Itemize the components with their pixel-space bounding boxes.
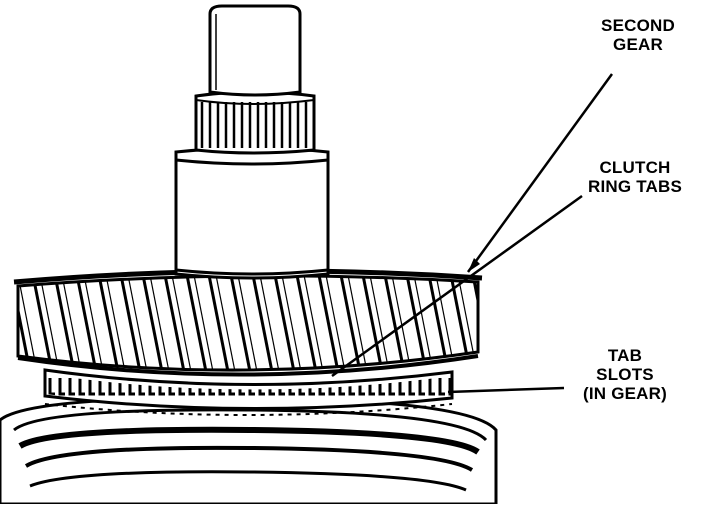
gear-tooth-edge [184, 275, 212, 371]
gear-tooth-edge [140, 275, 168, 371]
gear-tooth-edge [192, 275, 218, 371]
gear-tooth-edge [426, 275, 454, 371]
gear-tooth-edge [18, 275, 36, 371]
ring-tab [118, 378, 125, 396]
gear-tooth-edge [18, 275, 42, 371]
gear-tooth-edge [448, 275, 476, 371]
ring-tab [448, 378, 452, 396]
shaft-end [208, 4, 302, 97]
ring-tab [398, 378, 405, 396]
gear-tooth-edge [324, 275, 350, 371]
gear-tooth-edge [170, 275, 196, 371]
label-clutch-ring-tabs: CLUTCH RING TABS [575, 158, 695, 196]
gear-tooth-edge [126, 275, 152, 371]
gear-tooth-edge [404, 275, 432, 371]
leader-tab-slots [447, 386, 565, 394]
gear-tooth-edge [434, 275, 460, 371]
gear-tooth-edge [96, 275, 124, 371]
gear-tooth-edge [82, 275, 108, 371]
gear-tooth-edge [360, 275, 388, 371]
lower-housing [0, 396, 498, 506]
ring-tab [98, 378, 105, 396]
gear-tooth-edge [214, 275, 240, 371]
gear-tooth-edge [52, 275, 80, 371]
gear-tooth-edge [479, 270, 503, 392]
leader-clutch-ring-tabs [331, 194, 583, 378]
gear-tooth-edge [258, 275, 284, 371]
ring-tab [438, 378, 445, 396]
gear-tooth-edge [368, 275, 394, 371]
ring-tab [388, 378, 395, 396]
gear-tooth-edge [338, 275, 366, 371]
ring-tab [48, 378, 55, 396]
tab-slot-ring [43, 368, 454, 416]
ring-tab [68, 378, 75, 396]
gear-tooth-edge [302, 275, 328, 371]
gear-tooth-edge [494, 270, 518, 392]
gear-tooth-edge [316, 275, 344, 371]
gear-tooth-edge [30, 275, 58, 371]
gear-tooth-edge [162, 275, 190, 371]
label-second-gear: SECOND GEAR [578, 16, 698, 54]
gear-tooth-edge [294, 275, 322, 371]
gear-tooth-edge [470, 275, 478, 371]
leader-second-gear [466, 73, 614, 273]
label-tab-slots: TAB SLOTS (IN GEAR) [566, 346, 684, 403]
ring-tab [108, 378, 115, 396]
gear-tooth-edge [390, 275, 416, 371]
label-second-gear-line1: SECOND [601, 16, 675, 35]
gear-tooth-edge [272, 275, 300, 371]
gear-tooth-edge [206, 275, 234, 371]
gear-tooth-edge [38, 275, 64, 371]
ring-tab [58, 378, 65, 396]
gear-tooth-edge [250, 275, 278, 371]
label-tab-line3: (IN GEAR) [583, 384, 667, 403]
label-tab-line2: SLOTS [596, 365, 654, 384]
gear-tooth-edge [148, 275, 174, 371]
gear-tooth-edge [346, 275, 372, 371]
gear-tooth-edge [228, 275, 256, 371]
gear-tooth-edge [236, 275, 262, 371]
ring-tab [428, 378, 435, 396]
gear-tooth-edge [118, 275, 146, 371]
gear-tooth-edge [501, 270, 525, 392]
leader-lines [331, 73, 614, 394]
ring-tab [78, 378, 85, 396]
label-clutch-line2: RING TABS [587, 177, 683, 196]
label-clutch-line1: CLUTCH [599, 158, 671, 177]
splined-section [194, 90, 316, 155]
label-tab-line1: TAB [607, 346, 643, 365]
gear-tooth-edge [104, 275, 130, 371]
ring-tab [418, 378, 425, 396]
shaft-hub [174, 146, 330, 280]
gear-tooth-edge [280, 275, 306, 371]
ring-tab [408, 378, 415, 396]
gear-tooth-edge [60, 275, 86, 371]
gear-tooth-edge [412, 275, 438, 371]
label-second-gear-line2: GEAR [613, 35, 663, 54]
gear-tooth-edge [74, 275, 102, 371]
gear-tooth-edge [456, 275, 478, 371]
ring-tab [88, 378, 95, 396]
